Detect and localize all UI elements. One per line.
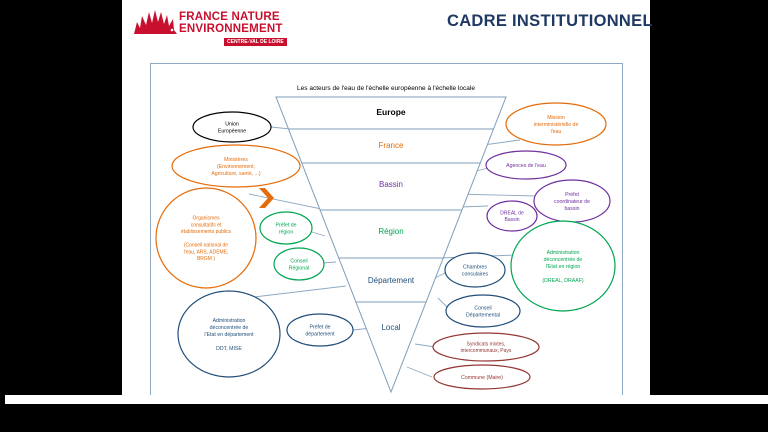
actor-label-line: région — [279, 229, 294, 235]
level-label-5: Local — [381, 323, 400, 332]
connector-line — [311, 231, 326, 237]
actor-label-line: Conseil — [474, 305, 491, 311]
hedgehog-logo-icon — [134, 10, 177, 34]
bottom-strip — [5, 395, 768, 404]
actor-ellipse — [444, 252, 506, 288]
level-label-2: Bassin — [379, 180, 403, 189]
brand-line-1: FRANCE NATURE — [179, 11, 280, 23]
actor-ellipse — [510, 220, 616, 312]
actor-label-line: Organismes — [193, 216, 220, 222]
actor-label-line: BRGM ) — [197, 256, 215, 262]
actor-ellipse — [177, 290, 281, 378]
actor-label-line: établissements publics — [181, 229, 232, 235]
actor-ellipse — [273, 247, 325, 281]
actor-label-line: Préfet de — [275, 222, 296, 228]
actor-label-line: Administration — [547, 250, 580, 256]
connector-line — [406, 366, 433, 378]
actor-label-line: Chambres — [463, 264, 487, 270]
actor-ellipse — [171, 144, 301, 188]
actor-label-line: Départemental — [466, 312, 500, 318]
actor-label-line: intercommunaux, Pays — [461, 348, 512, 354]
connector-line — [253, 285, 347, 298]
actor-ellipse — [192, 111, 272, 143]
actor-syndicats: Syndicats mixtes,intercommunaux, Pays — [432, 332, 540, 362]
actor-label-line: Agriculture, santé, ...) — [211, 171, 261, 177]
level-label-1: France — [379, 141, 404, 150]
brand-subtitle: CENTRE-VAL DE LOIRE — [224, 38, 287, 46]
actor-ellipse — [433, 364, 531, 390]
actor-label-line: Préfet de — [309, 324, 330, 330]
chevron-right-icon — [259, 188, 274, 208]
actor-label-line: l'Etat en région — [546, 264, 581, 270]
slide-title: CADRE INSTITUTIONNEL — [447, 12, 653, 30]
level-dividers — [288, 128, 494, 303]
actor-label-line: département — [305, 331, 335, 337]
diagram-title: Les acteurs de l'eau de l'échelle europé… — [297, 85, 475, 92]
actor-label-line: Conseil — [290, 258, 307, 264]
actor-label-line: interministérielle de — [534, 122, 579, 128]
actor-label-line: déconcentrée de — [210, 325, 249, 331]
actor-ellipse — [505, 102, 607, 146]
actor-label-line: consultatifs et — [191, 222, 222, 228]
actor-label-line: Administration — [213, 318, 246, 324]
actor-label-line: Préfet — [565, 192, 579, 198]
brand-line-2: ENVIRONNEMENT — [179, 23, 283, 35]
actor-label-line: (DREAL, DRAAF) — [542, 278, 583, 284]
actor-label-line: l'Etat en département — [204, 332, 254, 338]
level-label-0: Europe — [376, 107, 406, 117]
actor-label-line: déconcentrée de — [544, 257, 583, 263]
actor-label-line: coordinateur de — [554, 199, 590, 205]
actor-label-line: Bassin — [504, 217, 519, 223]
actor-ellipse — [486, 200, 538, 232]
actor-ellipse — [259, 211, 313, 245]
actors: UnionEuropéenneMinistères(Environnement,… — [155, 102, 616, 390]
actor-label-line: Européenne — [218, 128, 246, 134]
actor-label-line: (Environnement, — [217, 164, 255, 170]
actor-label-line: Agences de l'eau — [506, 163, 546, 169]
actor-label-line: DDT, MISE — [216, 346, 242, 352]
actor-agences: Agences de l'eau — [485, 150, 567, 180]
level-label-3: Région — [378, 227, 403, 236]
actor-label-line: Mission — [547, 115, 565, 121]
actor-label-line: Commune (Maire) — [461, 375, 503, 381]
level-funnel — [275, 96, 507, 394]
actor-label-line: bassin — [565, 206, 580, 212]
actor-ellipse — [286, 313, 354, 347]
level-label-4: Département — [368, 276, 415, 285]
actor-label-line: Régional — [289, 265, 309, 271]
connector-line — [437, 297, 449, 309]
actor-label-line: Syndicats mixtes, — [467, 341, 506, 347]
actor-label-line: consulaires — [462, 271, 489, 277]
actor-label-line: DREAL de — [500, 210, 524, 216]
actor-label-line: Ministères — [224, 157, 248, 163]
actor-ellipse — [445, 294, 521, 328]
connector-line — [459, 205, 489, 208]
actor-label-line: (Conseil national de — [184, 243, 228, 249]
actor-ministeres: Ministères(Environnement,Agriculture, sa… — [171, 144, 301, 188]
actor-ellipse — [485, 150, 567, 180]
actor-ellipse — [432, 332, 540, 362]
actor-label-line: Union — [225, 121, 239, 127]
actor-ellipse — [155, 187, 257, 289]
actor-commune: Commune (Maire) — [433, 364, 531, 390]
actor-label-line: l'eau — [551, 129, 562, 135]
connector-line — [414, 343, 436, 348]
actor-label-line: l'eau, ARS, ADEME, — [184, 249, 229, 255]
